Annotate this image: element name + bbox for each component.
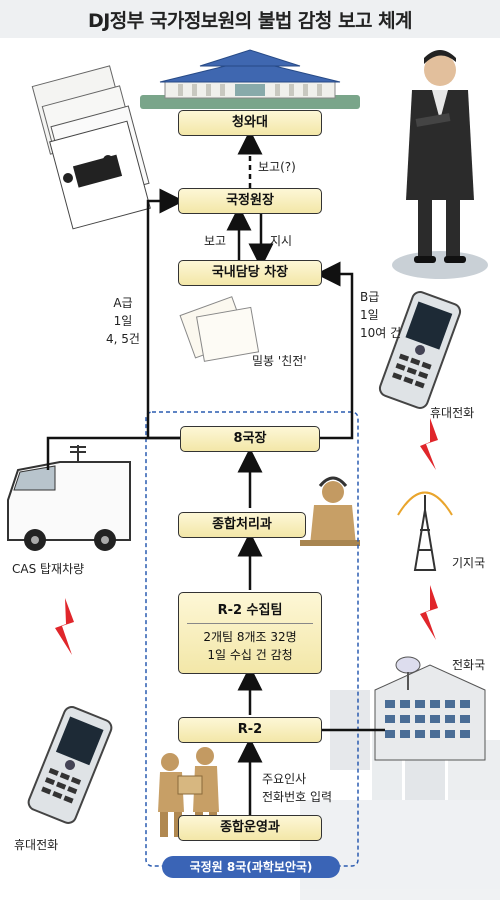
title-bar xyxy=(0,0,500,38)
r2-team-line1: 2개팀 8개조 32명 xyxy=(203,630,297,644)
cas-vehicle-label: CAS 탑재차량 xyxy=(12,562,85,576)
cas-van-illustration xyxy=(7,445,131,551)
vip-phone-line1: 주요인사 xyxy=(262,772,307,786)
blue-house-box: 청와대 xyxy=(178,110,322,136)
nis-bureau-badge: 국정원 8국(과학보안국) xyxy=(162,856,340,878)
grade-a-title: A급 xyxy=(113,296,133,310)
grade-a-line3: 4, 5건 xyxy=(106,332,140,346)
operations-box: 종합운영과 xyxy=(178,815,322,841)
report-label: 보고 xyxy=(204,234,227,248)
report-q-label: 보고(?) xyxy=(258,160,296,174)
mobile-phone-bottom-illustration xyxy=(27,706,113,824)
bureau8-box: 8국장 xyxy=(180,426,320,452)
director-box: 국정원장 xyxy=(178,188,322,214)
r2-team-title: R-2 수집팀 xyxy=(217,603,283,618)
headset-worker-illustration xyxy=(300,476,360,546)
sealed-envelope-illustration xyxy=(179,296,260,362)
grade-b-line3: 10여 건 xyxy=(360,326,402,340)
processing-box: 종합처리과 xyxy=(178,512,306,538)
deputy-box: 국내담당 차장 xyxy=(178,260,322,286)
man-illustration xyxy=(392,50,488,279)
r2-team-divider xyxy=(187,623,313,624)
base-station-label: 기지국 xyxy=(452,556,486,570)
grade-a-line2: 1일 xyxy=(113,314,133,328)
base-station-tower-illustration xyxy=(397,491,453,571)
lightning-bolt xyxy=(55,418,438,655)
sealed-label: 밀봉 '친전' xyxy=(252,354,307,368)
mobile-bottom-label: 휴대전화 xyxy=(14,838,59,852)
r2-team-line2: 1일 수십 건 감청 xyxy=(207,648,293,662)
grade-b-label: B급 1일 10여 건 xyxy=(360,288,401,342)
mobile-phone-top-illustration xyxy=(378,291,462,409)
order-label: 지시 xyxy=(270,234,293,248)
vip-phone-line2: 전화번호 입력 xyxy=(262,790,333,804)
phone-office-building-illustration xyxy=(374,656,486,761)
phone-office-label: 전화국 xyxy=(452,658,486,672)
r2-team-box: R-2 수집팀 2개팀 8개조 32명 1일 수십 건 감청 xyxy=(178,592,322,674)
mobile-top-label: 휴대전화 xyxy=(430,406,475,420)
grade-a-label: A급 1일 4, 5건 xyxy=(100,294,146,348)
cassette-tape-illustration xyxy=(31,65,151,230)
grade-b-title: B급 xyxy=(360,290,380,304)
page-title: DJ정부 국가정보원의 불법 감청 보고 체계 xyxy=(87,10,413,32)
blue-house-illustration xyxy=(140,49,360,109)
nis-bureau-region xyxy=(145,411,359,867)
grade-b-line2: 1일 xyxy=(360,308,379,322)
vip-phone-label: 주요인사 전화번호 입력 xyxy=(262,770,332,806)
r2-box: R-2 xyxy=(178,717,322,743)
